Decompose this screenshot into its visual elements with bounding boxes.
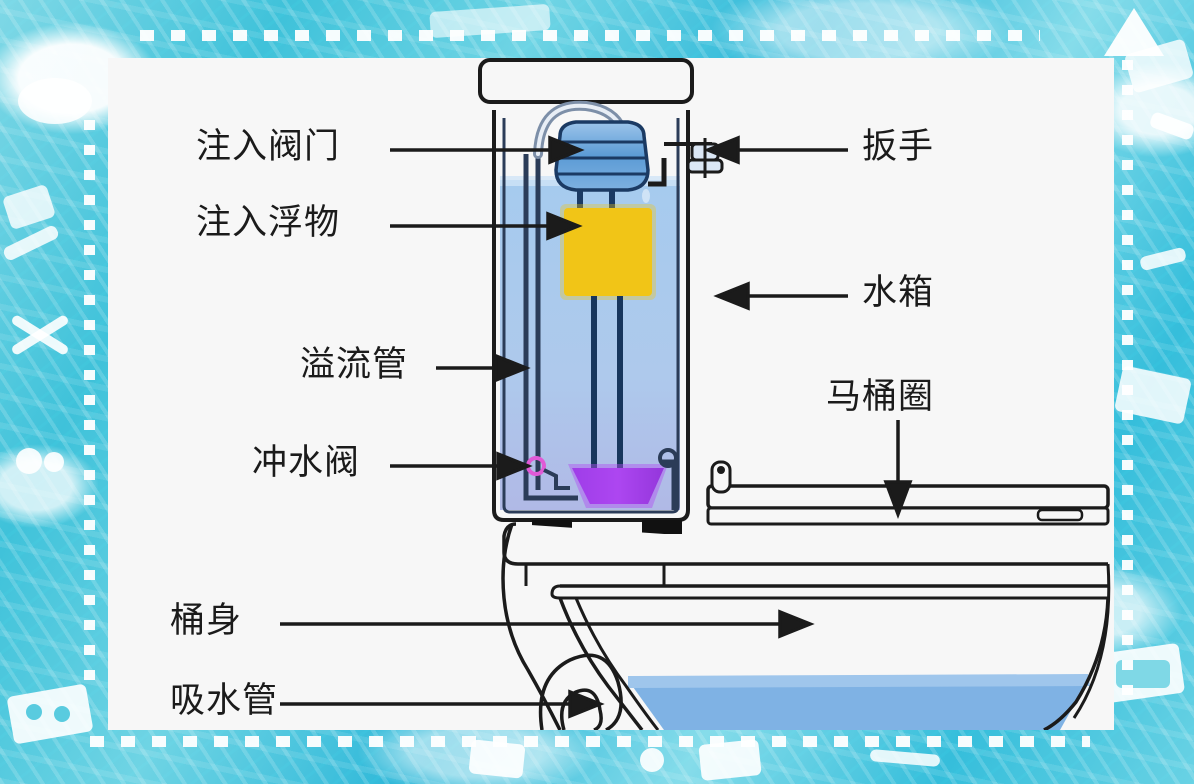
label-flush-valve: 冲水阀 [252,443,361,483]
arrowhead-overflow [494,353,531,383]
label-toilet-seat: 马桶圈 [826,377,935,417]
film-perforation-bottom [90,736,1090,747]
doodle-circle-left-b [44,452,64,472]
doodle-hole-a [26,704,42,720]
arrowhead-tank [713,281,750,311]
label-fill-float: 注入浮物 [196,203,341,243]
fill-float-part [564,208,652,296]
toilet-cutaway-diagram [280,58,1111,730]
arrowhead-handle [703,135,740,165]
fill-valve-part [554,120,650,192]
arrowhead-seat [883,480,913,519]
doodle-circle-left-a [16,448,42,474]
doodle-bottom-dot [640,748,664,772]
arrowhead-fill-float [546,211,583,241]
film-perforation-left [84,120,95,680]
content-panel: 注入阀门 注入浮物 溢流管 冲水阀 扳手 水箱 马桶圈 桶身 吸水管 [108,58,1114,730]
doodle-hole-b [54,706,70,722]
handle-part [686,138,724,178]
label-fill-valve: 注入阀门 [196,127,341,167]
film-perforation-right [1122,60,1133,700]
label-trapway: 吸水管 [170,681,279,721]
label-bowl-body: 桶身 [170,601,243,641]
arrowhead-trapway [568,689,605,719]
arrowhead-fill-valve [548,135,585,165]
label-handle: 扳手 [862,127,935,167]
doodle-blob-topleft [18,78,92,124]
overflow-tube-part [591,296,623,470]
film-perforation-top [140,30,1040,41]
label-tank: 水箱 [862,273,935,313]
label-overflow-tube: 溢流管 [300,345,409,385]
arrowhead-bowl-body [778,609,815,639]
arrowhead-flush-valve [496,451,533,481]
